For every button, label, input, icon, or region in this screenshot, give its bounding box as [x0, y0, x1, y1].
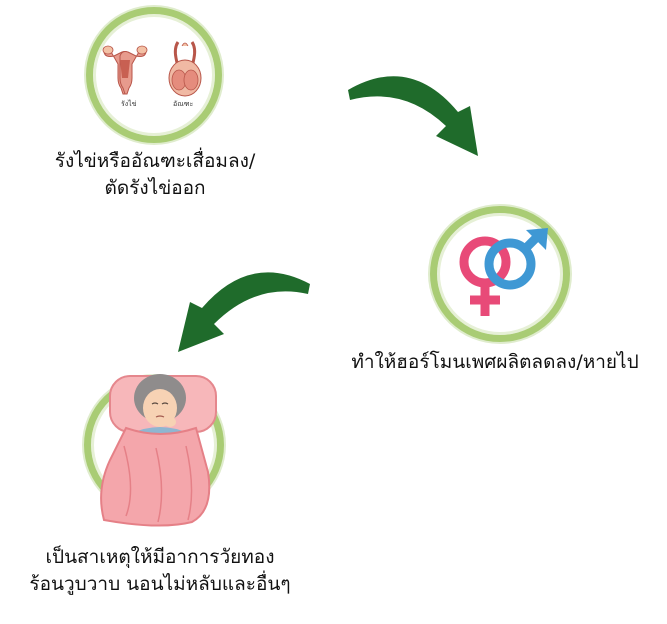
- step3-caption-line1: เป็นสาเหตุให้มีอาการวัยทอง: [45, 546, 275, 568]
- step3-caption-line2: ร้อนวูบวาบ นอนไม่หลับและอื่นๆ: [29, 573, 291, 595]
- arrow-step2-to-step3: [178, 272, 310, 352]
- testis-label: อัณฑะ: [173, 100, 194, 108]
- female-symbol-icon: [459, 236, 511, 316]
- arrow-step1-to-step2: [348, 76, 478, 156]
- blanket-icon: [100, 426, 211, 527]
- uterus-icon: [102, 45, 148, 95]
- male-symbol-icon: [484, 228, 548, 290]
- gender-symbols-icon: [459, 228, 548, 316]
- step2-caption-line1: ทำให้ฮอร์โมนเพศผลิตลดลง/หายไป: [351, 351, 639, 373]
- step1-caption-line2: ตัดรังไข่ออก: [104, 177, 206, 199]
- step1-caption: รังไข่หรืออัณฑะเสื่อมลง/ ตัดรังไข่ออก: [10, 148, 300, 202]
- step1-caption-line1: รังไข่หรืออัณฑะเสื่อมลง/: [54, 150, 256, 172]
- ovary-label: รังไข่: [121, 100, 137, 108]
- step2-caption: ทำให้ฮอร์โมนเพศผลิตลดลง/หายไป: [330, 349, 660, 376]
- testis-icon: [168, 41, 202, 97]
- reproductive-organs-icon: [102, 41, 202, 97]
- sick-woman-in-bed-icon: [100, 374, 217, 527]
- step3-caption: เป็นสาเหตุให้มีอาการวัยทอง ร้อนวูบวาบ นอ…: [0, 544, 320, 598]
